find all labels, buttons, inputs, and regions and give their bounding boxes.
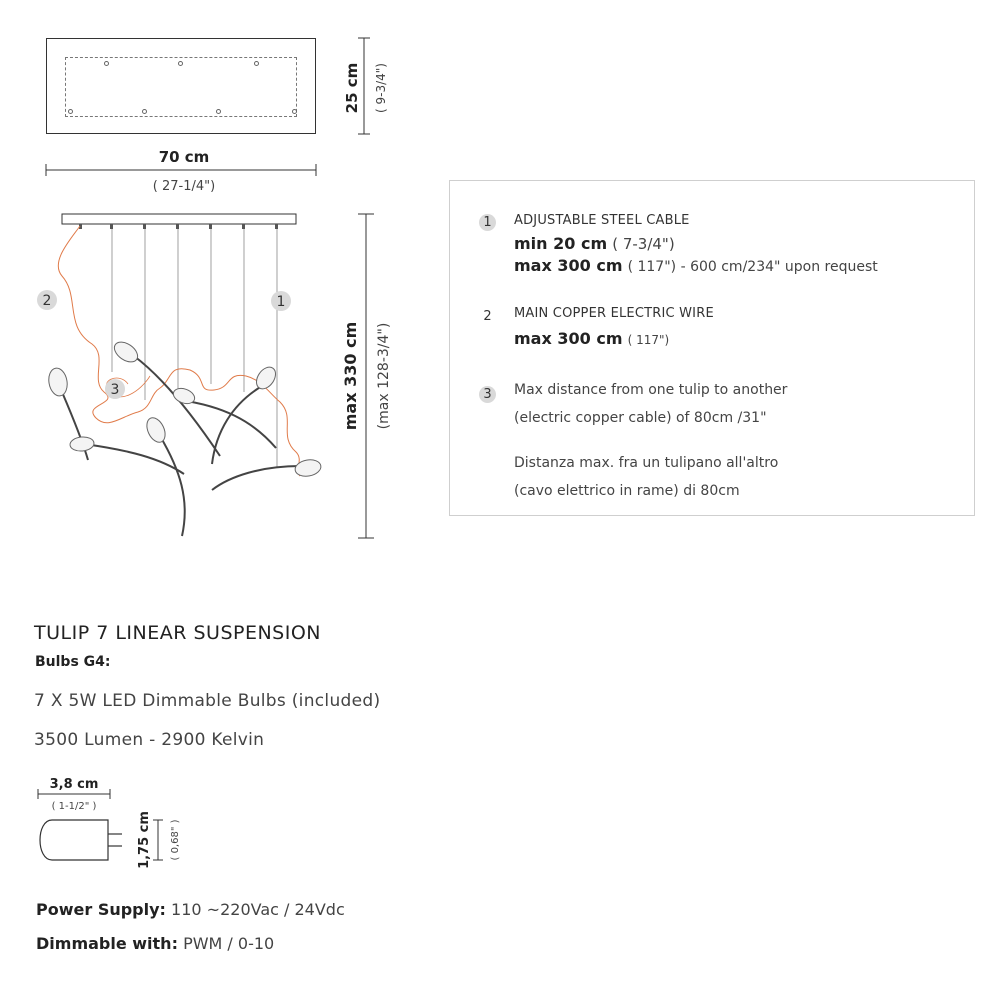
mount-hole xyxy=(142,109,147,114)
bulb-length-cm: 3,8 cm xyxy=(50,777,99,792)
canopy-side-view xyxy=(61,213,297,225)
callout-3: 3 xyxy=(105,379,125,399)
info-number-2: 2 xyxy=(483,309,492,324)
info-label-1: ADJUSTABLE STEEL CABLE xyxy=(514,213,690,228)
info-3-line-1: Max distance from one tulip to another xyxy=(514,382,788,398)
product-title: TULIP 7 LINEAR SUSPENSION xyxy=(34,622,322,644)
dimmable-value: PWM / 0-10 xyxy=(183,934,275,953)
callout-1: 1 xyxy=(271,291,291,311)
svg-text:1: 1 xyxy=(277,294,286,310)
steel-cables xyxy=(111,224,278,468)
power-value: 110 ~220Vac / 24Vdc xyxy=(171,900,345,919)
canopy-top-view xyxy=(46,38,316,134)
lumen-spec: 3500 Lumen - 2900 Kelvin xyxy=(34,730,265,750)
dimmable-label: Dimmable with: xyxy=(36,934,178,953)
mount-hole xyxy=(292,109,297,114)
bulb-height-dimension: 1,75 cm ( 0,68" ) xyxy=(137,811,181,869)
bulb-diagram: 3,8 cm ( 1-1/2" ) 1,75 cm ( 0,68" ) xyxy=(37,777,181,869)
dimmable-with: Dimmable with: PWM / 0-10 xyxy=(36,934,274,953)
specification-box: 1 ADJUSTABLE STEEL CABLE min 20 cm ( 7-3… xyxy=(449,180,975,516)
suspension-drawing: 25 cm ( 9-3/4") 70 cm ( 27-1/4") xyxy=(37,37,392,539)
min-length: min 20 cm xyxy=(514,234,608,253)
copper-wire xyxy=(57,225,301,477)
bulb-height-cm: 1,75 cm xyxy=(137,811,152,869)
info-item-1-min: min 20 cm ( 7-3/4") xyxy=(514,234,675,253)
mount-hole xyxy=(216,109,221,114)
bulbs-label: Bulbs G4: xyxy=(35,654,111,670)
mount-hole xyxy=(254,61,259,66)
canopy-height-cm: 25 cm xyxy=(343,63,361,114)
info-3-line-4: (cavo elettrico in rame) di 80cm xyxy=(514,483,740,499)
bulb-height-in: ( 0,68" ) xyxy=(170,819,181,860)
svg-text:2: 2 xyxy=(43,293,52,309)
suspension-height-dimension: max 330 cm (max 128-3/4") xyxy=(341,213,392,539)
info-label-2: MAIN COPPER ELECTRIC WIRE xyxy=(514,306,714,321)
suspension-height-cm: max 330 cm xyxy=(341,322,360,430)
info-item-1-max: max 300 cm ( 117") - 600 cm/234" upon re… xyxy=(514,256,878,275)
power-label: Power Supply: xyxy=(36,900,166,919)
canopy-height-dimension: 25 cm ( 9-3/4") xyxy=(343,37,388,135)
canopy-width-dimension: 70 cm ( 27-1/4") xyxy=(45,148,317,194)
power-supply: Power Supply: 110 ~220Vac / 24Vdc xyxy=(36,900,345,919)
bulb-length-dimension: 3,8 cm ( 1-1/2" ) xyxy=(37,777,111,812)
min-length-in: ( 7-3/4") xyxy=(612,235,675,253)
suspension-height-in: (max 128-3/4") xyxy=(376,323,392,430)
mount-hole xyxy=(68,109,73,114)
svg-text:3: 3 xyxy=(111,382,120,398)
wire-max-length: max 300 cm xyxy=(514,329,623,348)
canopy-width-cm: 70 cm xyxy=(159,148,210,166)
info-3-line-3: Distanza max. fra un tulipano all'altro xyxy=(514,455,779,471)
bulb-pins xyxy=(108,833,122,847)
max-length-in: ( 117") - 600 cm/234" upon request xyxy=(627,259,878,275)
info-number-3: 3 xyxy=(479,386,496,403)
canopy-height-in: ( 9-3/4") xyxy=(374,63,388,113)
bulb-body xyxy=(39,819,109,861)
bulbs-spec: 7 X 5W LED Dimmable Bulbs (included) xyxy=(34,691,381,711)
info-number-1: 1 xyxy=(479,214,496,231)
mount-hole xyxy=(104,61,109,66)
mount-hole xyxy=(178,61,183,66)
max-length: max 300 cm xyxy=(514,256,623,275)
info-item-2-max: max 300 cm ( 117") xyxy=(514,329,669,348)
tulip-heads xyxy=(48,341,322,477)
canopy-width-in: ( 27-1/4") xyxy=(153,179,215,194)
canopy-mount-outline xyxy=(65,57,297,117)
cable-clamps xyxy=(79,224,278,229)
wire-max-length-in: ( 117") xyxy=(627,333,670,347)
bulb-length-in: ( 1-1/2" ) xyxy=(52,801,97,812)
info-3-line-2: (electric copper cable) of 80cm /31" xyxy=(514,410,767,426)
callout-2: 2 xyxy=(37,290,57,310)
